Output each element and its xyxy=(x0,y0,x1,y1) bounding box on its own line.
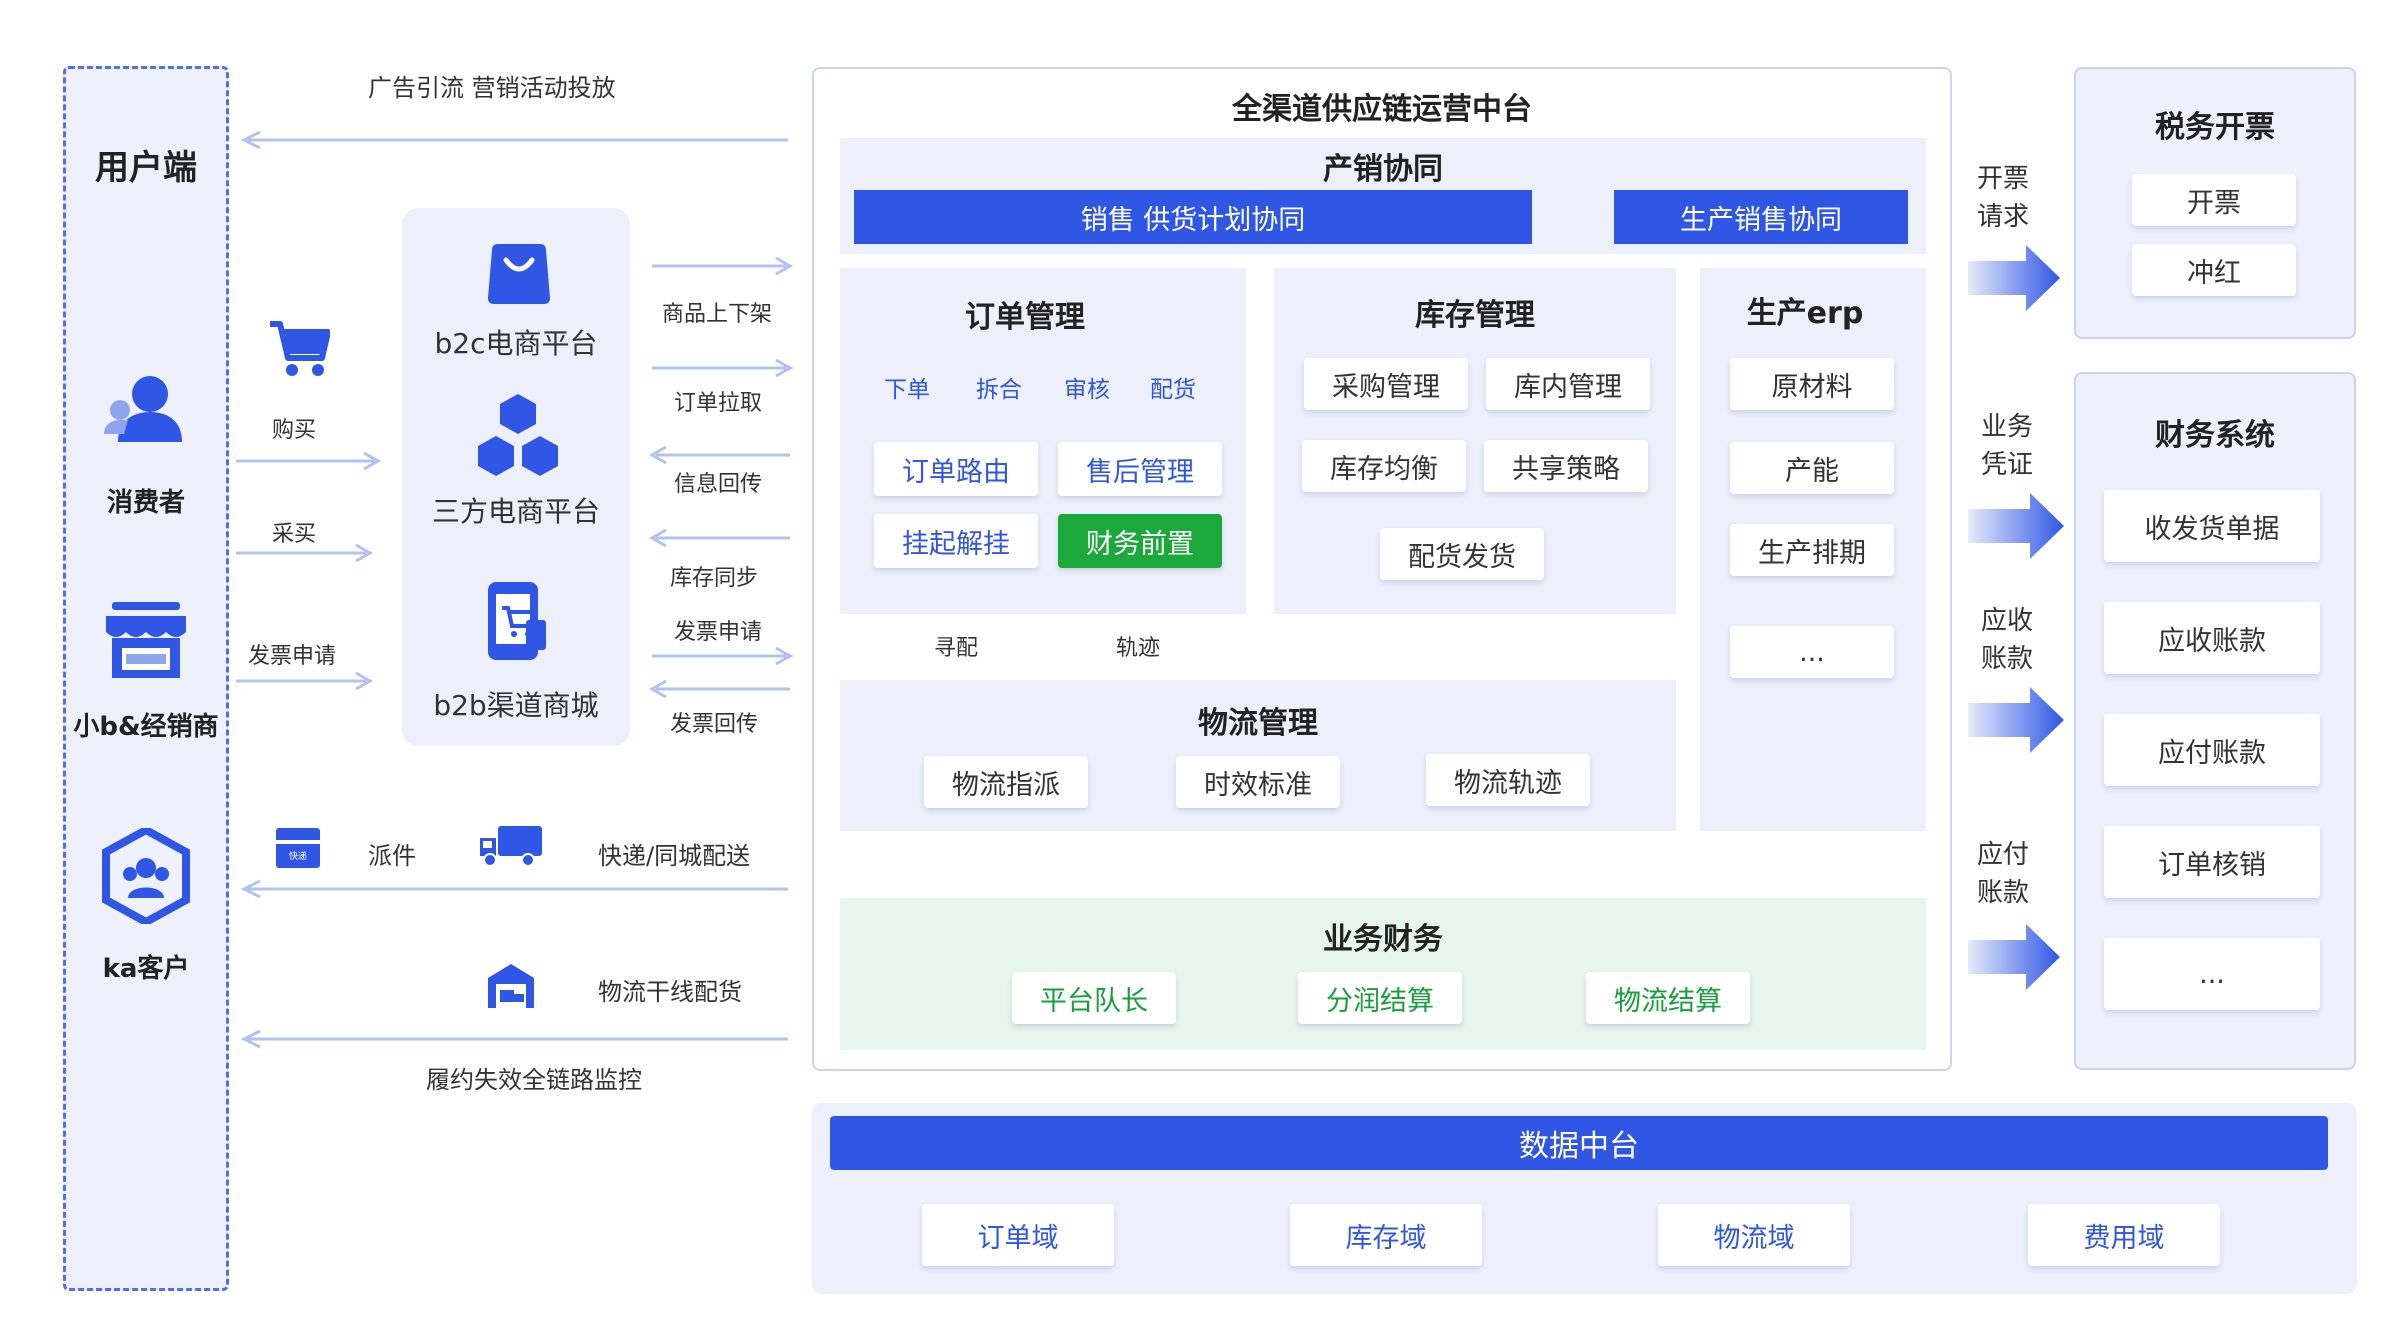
voucher-flow: 业务 凭证 xyxy=(1970,408,2044,484)
flow-listing: 商品上下架 xyxy=(662,302,773,327)
card-share-strategy[interactable]: 共享策略 xyxy=(1484,440,1648,492)
buy-label: 购买 xyxy=(272,418,317,443)
card-receivable[interactable]: 应收账款 xyxy=(2104,602,2320,674)
card-red-invoice[interactable]: 冲红 xyxy=(2132,244,2296,296)
payable-line1: 应付 xyxy=(1976,840,2029,870)
invoice-request-label: 发票申请 xyxy=(248,644,337,669)
card-profit-settlement[interactable]: 分润结算 xyxy=(1298,972,1462,1024)
package-badge-text: 快递 xyxy=(289,850,307,862)
logistics-title: 物流管理 xyxy=(1198,706,1318,741)
express-label: 快递/同城配送 xyxy=(598,842,751,870)
trunk-delivery-label: 物流干线配货 xyxy=(598,978,742,1006)
dealer-label: 小b&经销商 xyxy=(73,712,219,742)
card-stock-balance[interactable]: 库存均衡 xyxy=(1302,440,1466,492)
card-erp-more[interactable]: ... xyxy=(1730,626,1894,678)
arrows-channel-flows xyxy=(648,256,794,699)
card-shipping-docs[interactable]: 收发货单据 xyxy=(2104,490,2320,562)
scm-title: 全渠道供应链运营中台 xyxy=(1232,92,1532,127)
arrows-logistics-return xyxy=(240,879,788,1049)
warehouse-icon xyxy=(486,962,536,1014)
flow-order-pull: 订单拉取 xyxy=(674,391,763,416)
consumer-icon xyxy=(104,372,186,446)
production-sales-bar[interactable]: 生产销售协同 xyxy=(1614,190,1908,244)
order-step-review: 审核 xyxy=(1064,377,1110,403)
card-warehouse-internal[interactable]: 库内管理 xyxy=(1486,358,1650,410)
card-order-writeoff[interactable]: 订单核销 xyxy=(2104,826,2320,898)
card-finance-more[interactable]: ... xyxy=(2104,938,2320,1010)
order-step-allocate: 配货 xyxy=(1150,377,1196,403)
user-side-panel xyxy=(63,66,229,1291)
domain-logistics[interactable]: 物流域 xyxy=(1658,1204,1850,1266)
order-step-split: 拆合 xyxy=(976,377,1022,403)
card-timeliness[interactable]: 时效标准 xyxy=(1176,756,1340,808)
mobile-shop-icon xyxy=(486,580,548,666)
finance-title: 财务系统 xyxy=(2155,418,2275,453)
card-production-schedule[interactable]: 生产排期 xyxy=(1730,524,1894,576)
receivable-line2: 账款 xyxy=(1980,644,2033,674)
store-icon xyxy=(104,602,188,686)
receivable-flow: 应收 账款 xyxy=(1970,602,2044,678)
sales-plan-bar[interactable]: 销售 供货计划协同 xyxy=(854,190,1532,244)
right-block-arrows xyxy=(1968,245,2064,990)
data-platform-title: 数据中台 xyxy=(830,1116,2328,1170)
voucher-line1: 业务 xyxy=(1980,412,2033,442)
flow-stock-sync: 库存同步 xyxy=(670,566,759,591)
sales-coop-title: 产销协同 xyxy=(1323,152,1443,187)
card-capacity[interactable]: 产能 xyxy=(1730,442,1894,494)
truck-icon xyxy=(478,824,544,872)
card-procurement[interactable]: 采购管理 xyxy=(1304,358,1468,410)
ka-customer-icon xyxy=(102,825,190,928)
cart-icon xyxy=(268,320,331,382)
find-allocation-label: 寻配 xyxy=(934,636,979,661)
card-logistics-settlement[interactable]: 物流结算 xyxy=(1586,972,1750,1024)
domain-inventory[interactable]: 库存域 xyxy=(1290,1204,1482,1266)
card-payable[interactable]: 应付账款 xyxy=(2104,714,2320,786)
package-icon: 快递 xyxy=(274,826,322,874)
arrow-ad-flow xyxy=(240,130,788,150)
flow-invoice-return: 发票回传 xyxy=(670,712,759,737)
hexagons-icon xyxy=(472,392,564,486)
receivable-line1: 应收 xyxy=(1980,606,2033,636)
domain-expense[interactable]: 费用域 xyxy=(2028,1204,2220,1266)
erp-title: 生产erp xyxy=(1746,296,1864,331)
track-label: 轨迹 xyxy=(1116,636,1161,661)
domain-order[interactable]: 订单域 xyxy=(922,1204,1114,1266)
card-raw-material[interactable]: 原材料 xyxy=(1730,358,1894,410)
shopping-bag-icon xyxy=(486,240,552,310)
invoice-request-line1: 开票 xyxy=(1976,164,2029,194)
card-platform-leader[interactable]: 平台队长 xyxy=(1012,972,1176,1024)
order-mgmt-title: 订单管理 xyxy=(965,300,1085,335)
user-side-title: 用户端 xyxy=(95,148,197,188)
card-finance-front[interactable]: 财务前置 xyxy=(1058,514,1222,568)
card-suspend[interactable]: 挂起解挂 xyxy=(874,514,1038,568)
card-allocate-ship[interactable]: 配货发货 xyxy=(1380,528,1544,580)
flow-invoice-request: 发票申请 xyxy=(674,620,763,645)
payable-line2: 账款 xyxy=(1976,878,2029,908)
inventory-mgmt-title: 库存管理 xyxy=(1415,298,1535,333)
voucher-line2: 凭证 xyxy=(1980,450,2033,480)
ka-customer-label: ka客户 xyxy=(102,954,190,984)
channel-third-party: 三方电商平台 xyxy=(431,495,600,528)
card-issue-invoice[interactable]: 开票 xyxy=(2132,174,2296,226)
flow-info-return: 信息回传 xyxy=(674,472,763,497)
channel-b2c: b2c电商平台 xyxy=(434,327,598,360)
invoice-request-flow: 开票 请求 xyxy=(1966,160,2040,236)
card-after-sales[interactable]: 售后管理 xyxy=(1058,442,1222,496)
arrows-user-to-channel xyxy=(236,451,382,691)
ad-flow-label: 广告引流 营销活动投放 xyxy=(368,74,616,102)
dispatch-label: 派件 xyxy=(368,842,416,870)
card-order-routing[interactable]: 订单路由 xyxy=(874,442,1038,496)
card-logistics-track[interactable]: 物流轨迹 xyxy=(1426,754,1590,806)
consumer-label: 消费者 xyxy=(106,488,185,518)
tax-title: 税务开票 xyxy=(2155,110,2275,145)
purchase-label: 采买 xyxy=(272,522,317,547)
card-logistics-assign[interactable]: 物流指派 xyxy=(924,756,1088,808)
biz-finance-title: 业务财务 xyxy=(1323,922,1443,957)
monitor-label: 履约失效全链路监控 xyxy=(426,1066,642,1094)
order-step-place: 下单 xyxy=(884,377,930,403)
payable-flow: 应付 账款 xyxy=(1966,836,2040,912)
invoice-request-line2: 请求 xyxy=(1976,202,2029,232)
channel-b2b: b2b渠道商城 xyxy=(433,689,599,722)
